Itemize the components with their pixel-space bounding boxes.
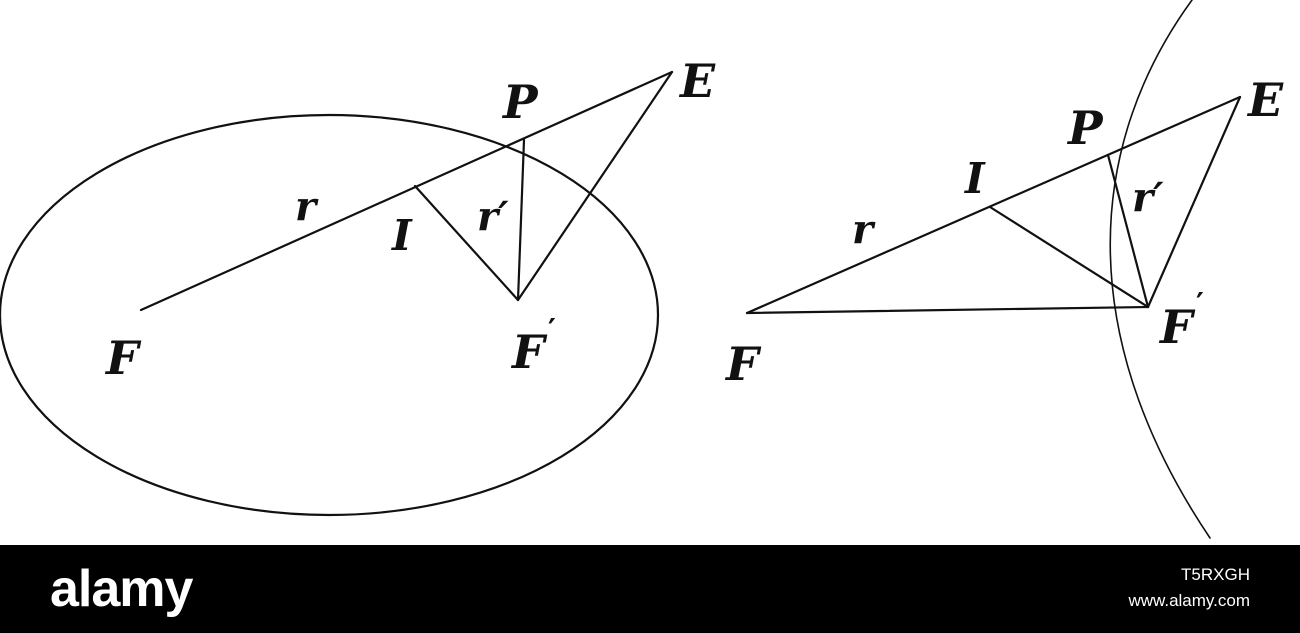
- right-line-I-to-Fprime: [988, 205, 1150, 309]
- right-label-P: P: [1066, 101, 1104, 155]
- right-line-F-to-Fprime: [745, 305, 1150, 315]
- right-hyperbola-branch: [1109, 0, 1211, 539]
- watermark-banner: alamy T5RXGH www.alamy.com: [0, 545, 1300, 633]
- left-label-I: I: [391, 211, 413, 260]
- left-ellipse: [0, 113, 660, 517]
- right-label-F-prime: F: [1158, 300, 1196, 354]
- watermark-brand-logo: alamy: [50, 560, 193, 618]
- right-line-P-to-Fprime: [1106, 153, 1150, 309]
- left-line-I-to-Fprime: [413, 184, 520, 302]
- right-line-E-to-Fprime: [1146, 95, 1242, 309]
- right-label-E: E: [1246, 73, 1284, 127]
- left-figure: F F ′ P E I r r′: [0, 54, 716, 517]
- left-label-r-prime: r′: [477, 193, 509, 240]
- left-label-P: P: [501, 75, 539, 129]
- left-label-E: E: [678, 54, 716, 108]
- left-line-E-to-Fprime: [516, 70, 674, 302]
- right-line-F-to-E: [745, 95, 1242, 315]
- watermark-site: www.alamy.com: [1128, 591, 1250, 610]
- left-label-F: F: [104, 331, 142, 385]
- right-label-r: r: [852, 206, 876, 253]
- left-line-P-to-Fprime: [516, 138, 526, 302]
- left-line-F-to-E: [139, 70, 674, 312]
- geometry-diagram: F F ′ P E I r r′ F F ′ P E: [0, 0, 1284, 539]
- right-label-F: F: [724, 337, 762, 391]
- right-label-I: I: [964, 154, 986, 203]
- right-label-r-prime: r′: [1132, 174, 1164, 221]
- watermark-stock-id: T5RXGH: [1181, 565, 1250, 584]
- left-label-F-prime: F: [510, 325, 548, 379]
- right-label-F-prime-mark: ′: [1196, 287, 1204, 322]
- right-figure: F F ′ P E I r r′: [724, 0, 1284, 539]
- left-label-F-prime-mark: ′: [548, 313, 556, 348]
- left-label-r: r: [295, 183, 319, 230]
